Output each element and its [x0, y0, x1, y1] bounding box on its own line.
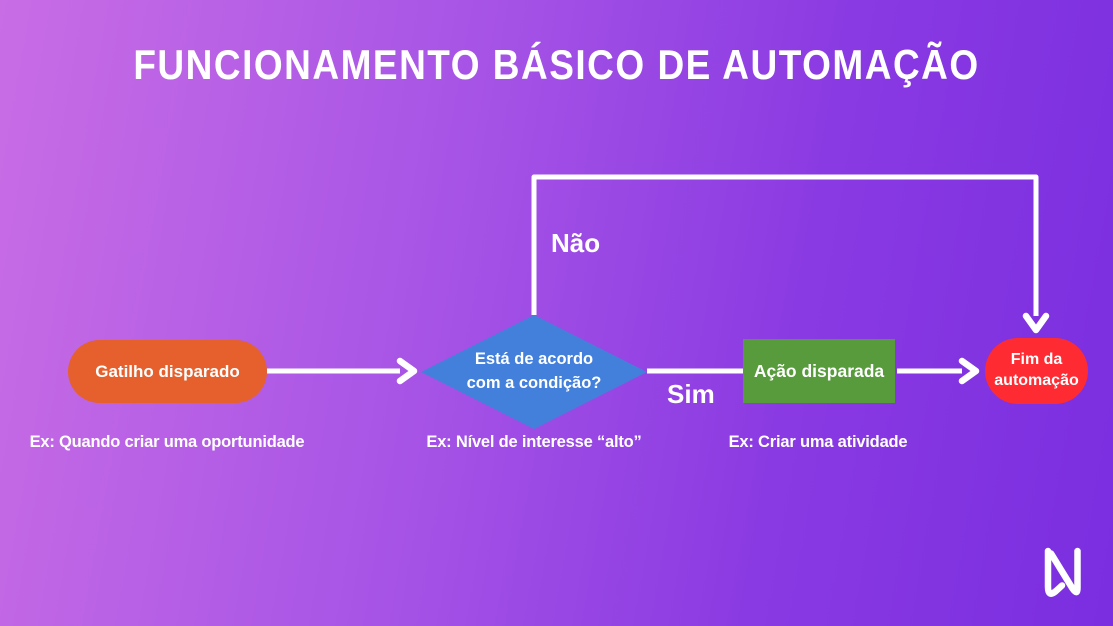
end-label-line1: Fim da — [1010, 351, 1063, 369]
end-label-line2: automação — [994, 372, 1079, 389]
action-example-caption: Ex: Criar uma atividade — [728, 433, 908, 451]
condition-example-caption: Ex: Nível de interesse “alto” — [426, 433, 642, 451]
condition-label-line2: com a condição? — [466, 374, 602, 392]
edge-label-no: Não — [551, 228, 601, 258]
edge-label-yes: Sim — [667, 379, 715, 409]
trigger-label: Gatilho disparado — [95, 361, 240, 381]
page-title: FUNCIONAMENTO BÁSICO DE AUTOMAÇÃO — [133, 42, 980, 88]
action-node: Ação disparada — [743, 339, 895, 403]
arrow-condition-to-end-no-path — [531, 174, 1050, 334]
trigger-node: Gatilho disparado — [68, 340, 267, 403]
action-label: Ação disparada — [753, 360, 885, 381]
end-node: Fim da automação — [985, 338, 1088, 404]
nectar-n-logo-icon — [1044, 547, 1081, 597]
condition-label-line1: Está de acordo — [474, 350, 594, 369]
trigger-example-caption: Ex: Quando criar uma oportunidade — [29, 433, 305, 451]
